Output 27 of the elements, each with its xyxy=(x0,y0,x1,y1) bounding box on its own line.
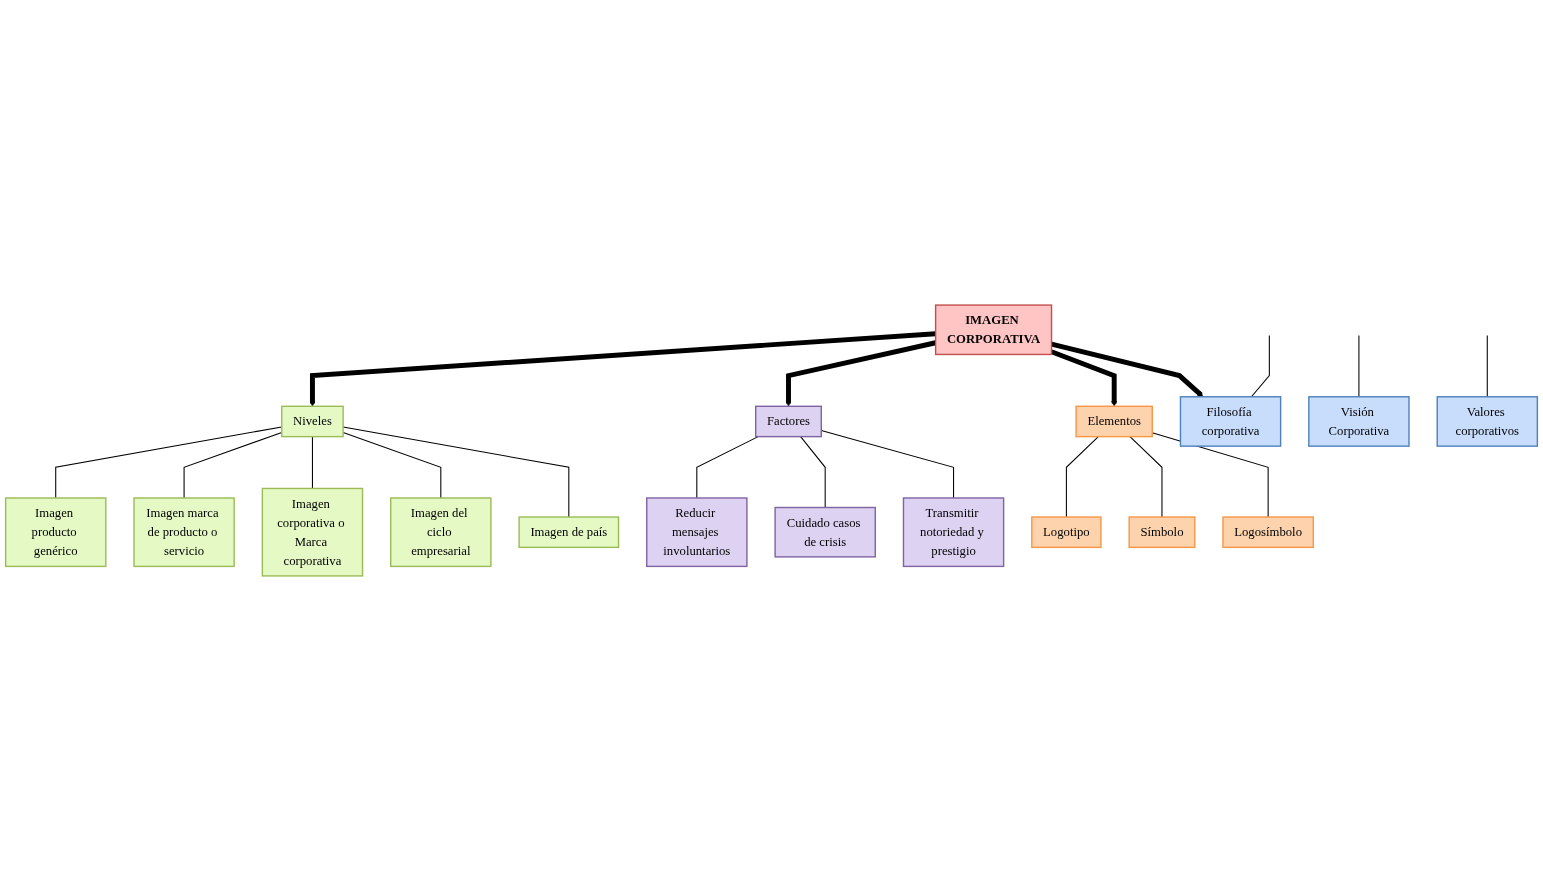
node-box: Visión Corporativa xyxy=(1308,396,1410,447)
node-box: Valores corporativos xyxy=(1436,396,1539,447)
node-box: Factores xyxy=(755,405,822,438)
node-box: Imagen producto genérico xyxy=(4,497,107,568)
node-box: Transmitir notoriedad y prestigio xyxy=(902,497,1005,568)
arrow xyxy=(309,331,936,407)
connector xyxy=(800,436,826,509)
node-box: IMAGEN CORPORATIVA xyxy=(934,304,1053,356)
connector xyxy=(1065,436,1099,518)
node-box: Símbolo xyxy=(1128,516,1196,549)
node-box: Logotipo xyxy=(1031,516,1102,549)
node-box: Imagen de país xyxy=(518,516,620,549)
node-box: Cuidado casos de crisis xyxy=(774,506,876,558)
node-box: Imagen del ciclo empresarial xyxy=(390,497,492,568)
node-box: Imagen marca de producto o servicio xyxy=(133,497,235,568)
connector xyxy=(696,436,759,499)
connector xyxy=(1129,436,1163,518)
arrow xyxy=(1050,349,1118,407)
node-box: Filosofía corporativa xyxy=(1179,396,1282,447)
connector xyxy=(311,436,313,489)
node-box: Reducir mensajes involuntarios xyxy=(646,497,748,568)
connector xyxy=(1486,334,1488,398)
node-box: Elementos xyxy=(1075,405,1153,438)
node-box: Imagen corporativa o Marca corporativa xyxy=(261,487,364,577)
connector xyxy=(1250,334,1270,398)
node-box: Niveles xyxy=(281,405,344,438)
node-box: Logosímbolo xyxy=(1222,516,1314,549)
